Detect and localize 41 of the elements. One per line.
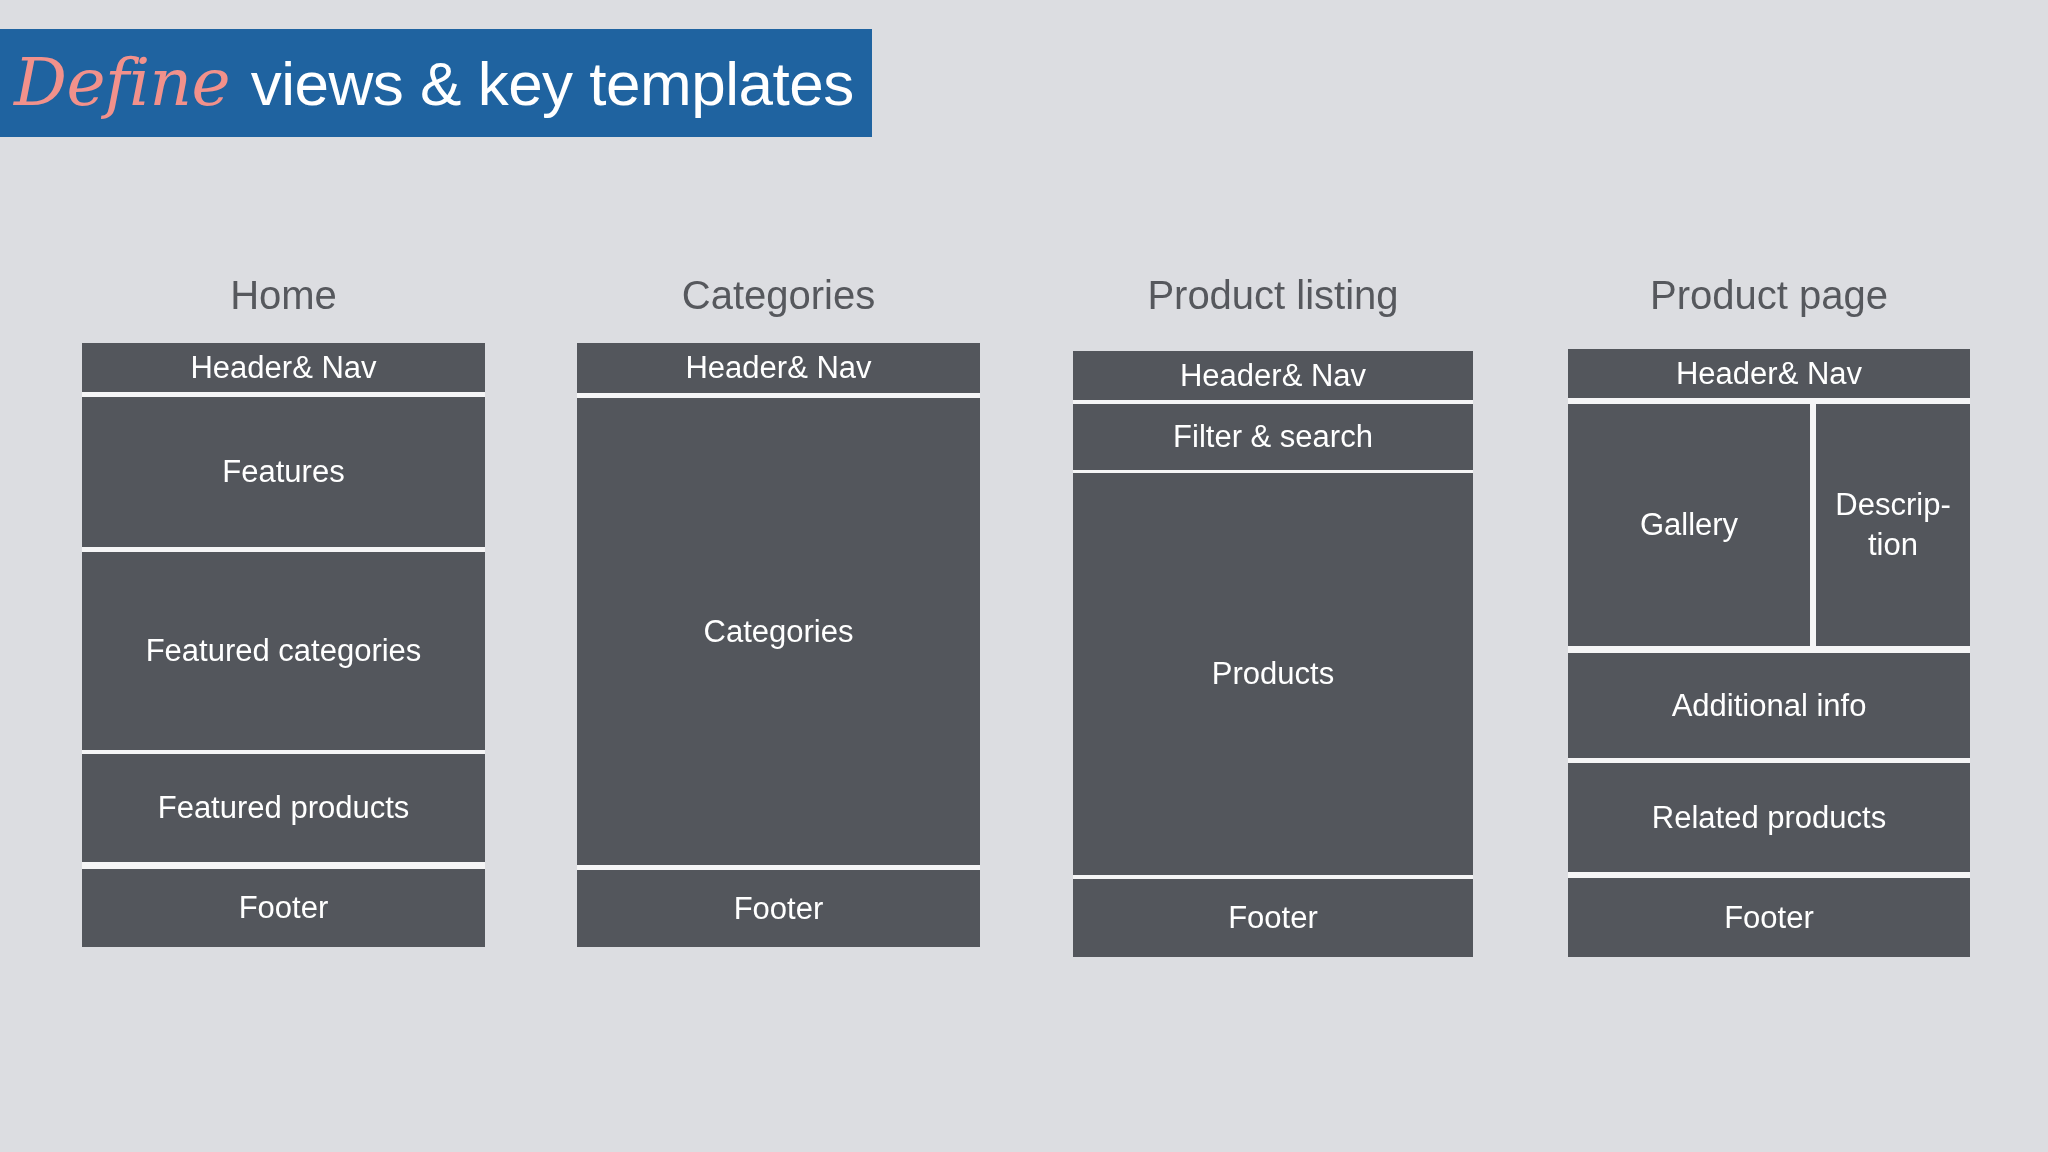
view-heading: Product listing — [1147, 272, 1399, 319]
view-heading: Home — [230, 272, 337, 319]
wireframe-section — [82, 343, 485, 392]
wireframe-section — [577, 870, 980, 947]
wireframe-section — [1073, 473, 1473, 875]
section-label: Descrip- tion — [1834, 486, 1952, 564]
view-heading: Categories — [681, 272, 876, 319]
wireframe-section — [82, 552, 485, 750]
wireframe-section — [1073, 351, 1473, 400]
section-label: Header& Nav — [685, 349, 872, 387]
section-label: Products — [1211, 655, 1335, 693]
view-heading: Product page — [1650, 272, 1888, 319]
wireframe-section — [82, 397, 485, 547]
section-label: Related products — [1651, 798, 1887, 837]
wireframe-section — [1568, 653, 1970, 758]
section-label: Filter & search — [1173, 418, 1373, 456]
wireframe-section — [1073, 404, 1473, 470]
section-label: Featured products — [157, 789, 410, 827]
section-label: Categories — [703, 612, 854, 651]
wireframe-section — [1568, 349, 1970, 398]
section-label: Features — [222, 453, 345, 491]
title-banner: Define views & key templates — [0, 29, 872, 137]
wireframe-section — [82, 754, 485, 862]
wireframe-section — [1568, 878, 1970, 957]
section-label: Featured categories — [145, 632, 422, 670]
wireframe-section — [82, 869, 485, 947]
section-label: Additional info — [1671, 686, 1867, 725]
wireframe-section — [1568, 763, 1970, 872]
section-label: Gallery — [1639, 506, 1739, 544]
section-label: Footer — [1724, 898, 1814, 937]
section-label: Header& Nav — [1675, 354, 1863, 393]
wireframe-section — [1568, 404, 1810, 646]
wireframe-section — [1073, 879, 1473, 957]
section-label: Header& Nav — [1179, 356, 1367, 395]
section-label: Header& Nav — [190, 348, 377, 387]
section-label: Footer — [1228, 899, 1318, 937]
wireframe-section — [577, 398, 980, 865]
section-label: Footer — [733, 889, 824, 928]
wireframe-section — [577, 343, 980, 393]
section-label: Footer — [238, 889, 329, 927]
wireframe-section — [1816, 404, 1970, 646]
